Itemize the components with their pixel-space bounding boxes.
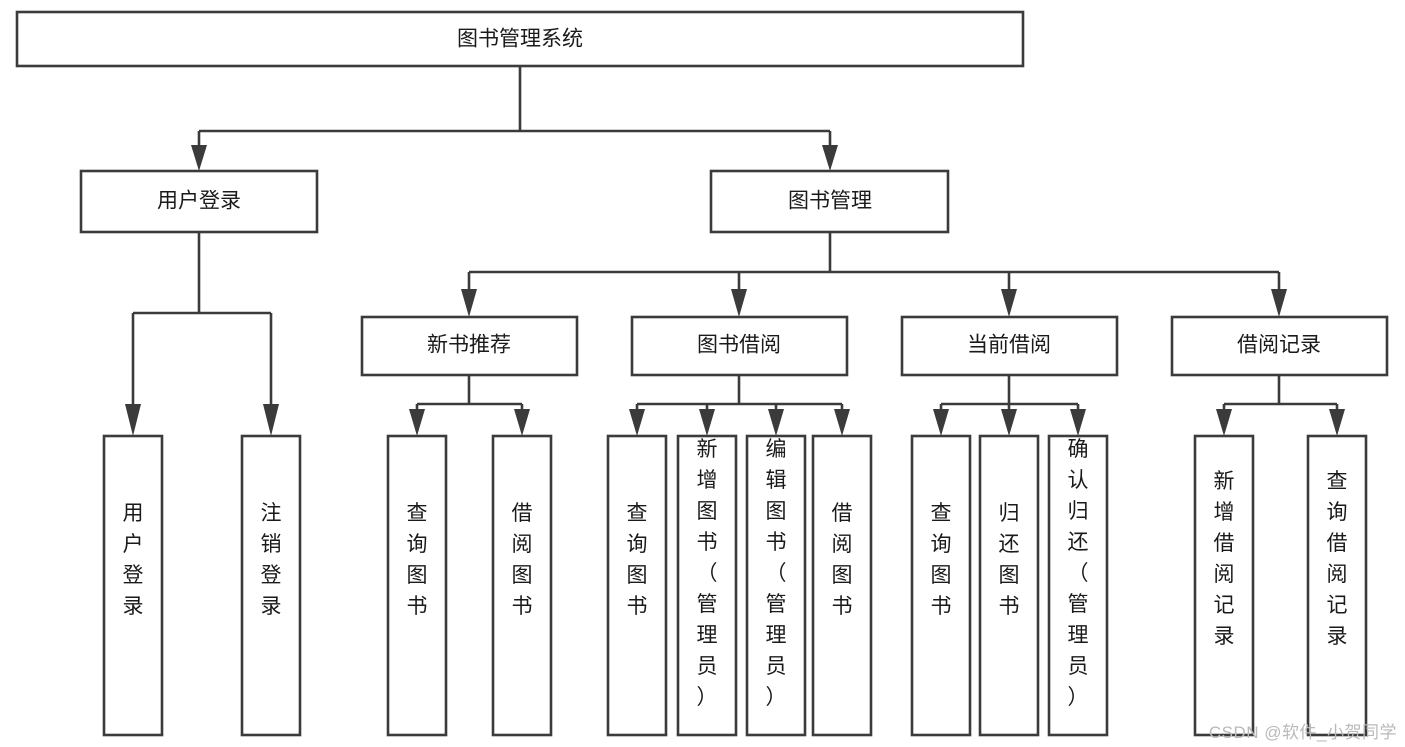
leaf-bb-borrow-book-box[interactable] [811, 434, 873, 737]
leaf-bb-edit-book-box[interactable] [745, 434, 807, 737]
leaf-node[interactable]: 查询图书 [910, 434, 972, 737]
node-new-book-recommend-box[interactable] [360, 315, 579, 377]
node-book-borrow-box[interactable] [630, 315, 849, 377]
arrow-book-borrow [731, 289, 747, 317]
leaf-nb-borrow-book-label: 借阅图书 [512, 502, 533, 618]
leaf-br-add-record-box[interactable] [1193, 434, 1255, 737]
leaf-bb-query-book-box[interactable] [606, 434, 668, 737]
leaf-br-add-record-label: 新增借阅记录 [1214, 470, 1235, 648]
arrow-leaf-cb-3 [1070, 409, 1086, 436]
leaf-node[interactable]: 查询图书 [386, 434, 448, 737]
arrow-current-borrow [1001, 289, 1017, 317]
leaf-bb-borrow-book-label: 借阅图书 [832, 502, 853, 618]
leaf-cb-query-book-label: 查询图书 [931, 502, 952, 618]
arrow-user-login [191, 145, 207, 171]
node-new-book-recommend-label: 新书推荐 [427, 334, 511, 357]
leaf-bb-add-book-box[interactable] [676, 434, 738, 737]
arrow-leaf-ul-2 [263, 404, 279, 436]
arrow-book-mgmt [822, 145, 838, 171]
arrow-leaf-bb-3 [768, 409, 784, 436]
node-book-management[interactable]: 图书管理 [709, 169, 950, 234]
node-current-borrow-box[interactable] [900, 315, 1119, 377]
leaf-node[interactable]: 归还图书 [978, 434, 1040, 737]
leaf-node[interactable]: 注销登录 [240, 434, 302, 737]
arrow-leaf-bb-4 [834, 409, 850, 436]
leaf-user-login-label: 用户登录 [123, 502, 144, 618]
leaf-logout-box[interactable] [240, 434, 302, 737]
arrow-leaf-bb-1 [629, 409, 645, 436]
arrow-leaf-nb-1 [409, 409, 425, 436]
arrow-leaf-nb-2 [514, 409, 530, 436]
arrow-leaf-br-1 [1216, 409, 1232, 436]
leaf-br-query-record-box[interactable] [1306, 434, 1368, 737]
leaf-node[interactable]: 新增图书（管理员） [676, 434, 738, 737]
leaf-node[interactable]: 编辑图书（管理员） [745, 434, 807, 737]
leaf-node[interactable]: 借阅图书 [491, 434, 553, 737]
leaf-bb-add-book-label: 新增图书（管理员） [697, 438, 718, 709]
node-user-login[interactable]: 用户登录 [79, 169, 319, 234]
leaf-cb-confirm-return-label: 确认归还（管理员） [1068, 438, 1089, 709]
leaf-nb-query-book-box[interactable] [386, 434, 448, 737]
leaf-user-login-box[interactable] [102, 434, 164, 737]
leaf-nb-borrow-book-box[interactable] [491, 434, 553, 737]
connectors-book-borrow-to-leaves [629, 375, 850, 436]
connectors-user-login-to-leaves [125, 232, 279, 436]
arrow-leaf-br-2 [1329, 409, 1345, 436]
leaf-nb-query-book-label: 查询图书 [407, 502, 428, 618]
arrow-leaf-cb-1 [933, 409, 949, 436]
leaf-cb-confirm-return-box[interactable] [1047, 434, 1109, 737]
leaf-bb-query-book-label: 查询图书 [627, 502, 648, 618]
connectors-book-mgmt-to-level3 [461, 232, 1287, 317]
connectors-new-book-to-leaves [409, 375, 530, 436]
leaf-br-query-record-label: 查询借阅记录 [1327, 470, 1348, 648]
leaf-node[interactable]: 用户登录 [102, 434, 164, 737]
node-user-login-box[interactable] [79, 169, 319, 234]
node-root-box[interactable] [15, 10, 1025, 68]
arrow-new-book [461, 289, 477, 317]
leaf-cb-return-book-label: 归还图书 [999, 502, 1020, 618]
node-book-borrow-label: 图书借阅 [697, 334, 781, 357]
leaf-cb-query-book-box[interactable] [910, 434, 972, 737]
connectors-current-borrow-to-leaves [933, 375, 1086, 436]
node-book-management-label: 图书管理 [788, 190, 872, 213]
connectors-borrow-record-to-leaves [1216, 375, 1345, 436]
node-borrow-record-label: 借阅记录 [1237, 334, 1321, 357]
node-book-borrow[interactable]: 图书借阅 [630, 315, 849, 377]
leaf-node[interactable]: 查询借阅记录 [1306, 434, 1368, 737]
node-current-borrow-label: 当前借阅 [967, 334, 1051, 357]
arrow-leaf-bb-2 [699, 409, 715, 436]
node-root[interactable]: 图书管理系统 [15, 10, 1025, 68]
leaf-node[interactable]: 借阅图书 [811, 434, 873, 737]
arrow-borrow-record [1271, 289, 1287, 317]
node-root-label: 图书管理系统 [457, 28, 583, 51]
node-new-book-recommend[interactable]: 新书推荐 [360, 315, 579, 377]
arrow-leaf-cb-2 [1001, 409, 1017, 436]
leaf-logout-label: 注销登录 [261, 502, 282, 618]
node-borrow-record[interactable]: 借阅记录 [1170, 315, 1389, 377]
leaf-node[interactable]: 查询图书 [606, 434, 668, 737]
node-borrow-record-box[interactable] [1170, 315, 1389, 377]
node-current-borrow[interactable]: 当前借阅 [900, 315, 1119, 377]
connectors-root-to-level2 [191, 66, 838, 171]
node-book-management-box[interactable] [709, 169, 950, 234]
leaf-node[interactable]: 确认归还（管理员） [1047, 434, 1109, 737]
leaf-bb-edit-book-label: 编辑图书（管理员） [766, 438, 787, 709]
leaf-cb-return-book-box[interactable] [978, 434, 1040, 737]
arrow-leaf-ul-1 [125, 404, 141, 436]
node-user-login-label: 用户登录 [157, 190, 241, 213]
leaf-node[interactable]: 新增借阅记录 [1193, 434, 1255, 737]
